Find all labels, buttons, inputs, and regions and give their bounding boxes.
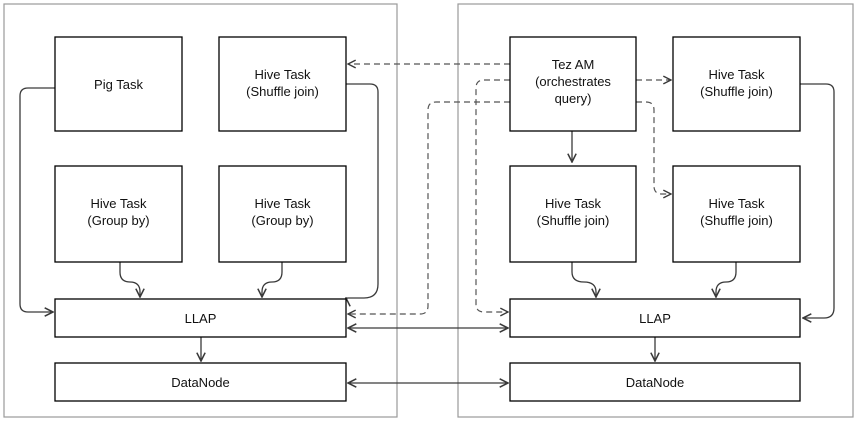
edge-shuffle-r3-to-llap [800, 83, 835, 318]
edge-groupby2-to-llap [262, 262, 283, 297]
node-datanode-left-label: DataNode [171, 375, 230, 390]
node-hive-task-shuffle-left-line-2: (Shuffle join) [246, 84, 319, 99]
node-hive-task-shuffle-left: Hive Task (Shuffle join) [218, 36, 347, 132]
node-hive-task-groupby-1-line-2: (Group by) [87, 213, 149, 228]
left-edges [19, 83, 379, 361]
cross-edges [348, 328, 508, 383]
node-hive-task-groupby-1: Hive Task (Group by) [54, 165, 183, 263]
node-llap-left-label: LLAP [185, 311, 217, 326]
node-datanode-right: DataNode [509, 362, 801, 402]
right-edges [571, 83, 835, 361]
node-tez-am-line-3: query) [555, 91, 592, 106]
node-hive-task-shuffle-r2-line-2: (Shuffle join) [537, 213, 610, 228]
node-tez-am: Tez AM (orchestrates query) [509, 36, 637, 132]
node-pig-task: Pig Task [54, 36, 183, 132]
node-datanode-right-label: DataNode [626, 375, 685, 390]
node-hive-task-shuffle-r1-line-1: Hive Task [708, 67, 765, 82]
edge-shuffle-r2-to-llap [571, 262, 596, 297]
node-hive-task-shuffle-r2-line-1: Hive Task [545, 196, 602, 211]
node-hive-task-groupby-2-line-2: (Group by) [251, 213, 313, 228]
node-hive-task-shuffle-r1: Hive Task (Shuffle join) [672, 36, 801, 132]
node-llap-right: LLAP [509, 298, 801, 338]
node-hive-task-groupby-1-line-1: Hive Task [90, 196, 147, 211]
node-hive-task-groupby-2: Hive Task (Group by) [218, 165, 347, 263]
tez-orchestration-edges [348, 64, 671, 314]
edge-groupby1-to-llap [119, 262, 140, 297]
node-llap-left: LLAP [54, 298, 347, 338]
node-datanode-left: DataNode [54, 362, 347, 402]
edge-shuffle-r4-to-llap [716, 262, 737, 297]
node-hive-task-shuffle-r1-line-2: (Shuffle join) [700, 84, 773, 99]
node-hive-task-shuffle-r3: Hive Task (Shuffle join) [672, 165, 801, 263]
node-tez-am-line-1: Tez AM [552, 57, 595, 72]
node-llap-right-label: LLAP [639, 311, 671, 326]
dashed-tez-to-left-llap [348, 101, 510, 314]
node-hive-task-shuffle-r3-line-1: Hive Task [708, 196, 765, 211]
node-hive-task-shuffle-left-line-1: Hive Task [254, 67, 311, 82]
dashed-tez-to-right-llap [475, 79, 510, 312]
node-tez-am-line-2: (orchestrates [535, 74, 611, 89]
dashed-tez-to-shuffle-r4 [636, 101, 671, 194]
node-hive-task-groupby-2-line-1: Hive Task [254, 196, 311, 211]
edge-pig-to-llap [19, 87, 55, 312]
node-pig-task-line-1: Pig Task [94, 77, 143, 92]
node-hive-task-shuffle-r3-line-2: (Shuffle join) [700, 213, 773, 228]
node-hive-task-shuffle-r2: Hive Task (Shuffle join) [509, 165, 637, 263]
